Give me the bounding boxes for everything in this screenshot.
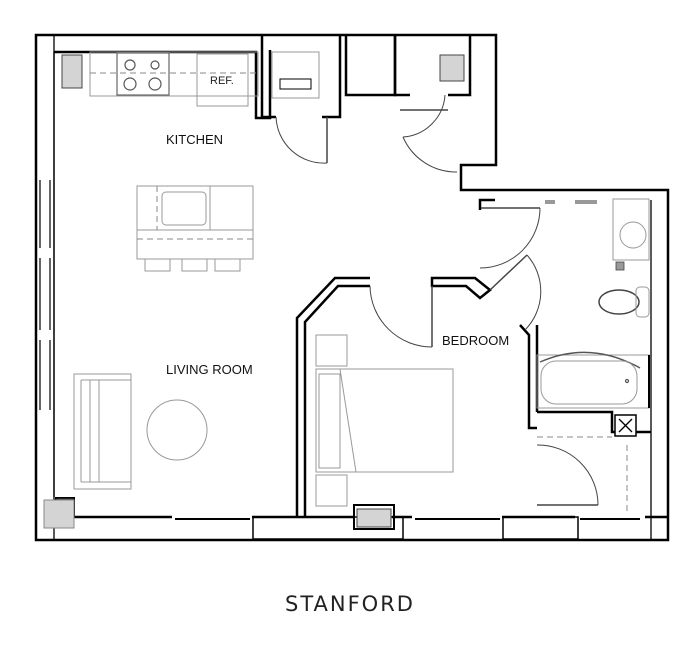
bedroom-walls (295, 198, 542, 517)
living-room-furniture (43, 373, 208, 529)
kitchen-island (136, 185, 254, 272)
toilet-icon (598, 289, 640, 315)
floor-plan-title: STANFORD (285, 592, 415, 616)
room-label-kitchen: KITCHEN (166, 132, 223, 147)
sink-icon (612, 198, 650, 261)
room-label-living-room: LIVING ROOM (166, 362, 253, 377)
round-table-icon (146, 399, 208, 461)
refrigerator-icon (196, 53, 249, 107)
outer-walls (34, 33, 670, 542)
bathroom (536, 198, 651, 512)
refrigerator-label: REF. (210, 75, 234, 87)
bed (315, 334, 454, 530)
kitchen-counter: REF. (61, 51, 259, 107)
stove-icon (116, 52, 170, 96)
room-label-bedroom: BEDROOM (442, 333, 509, 348)
closets (260, 35, 472, 173)
sofa-icon (73, 373, 132, 490)
